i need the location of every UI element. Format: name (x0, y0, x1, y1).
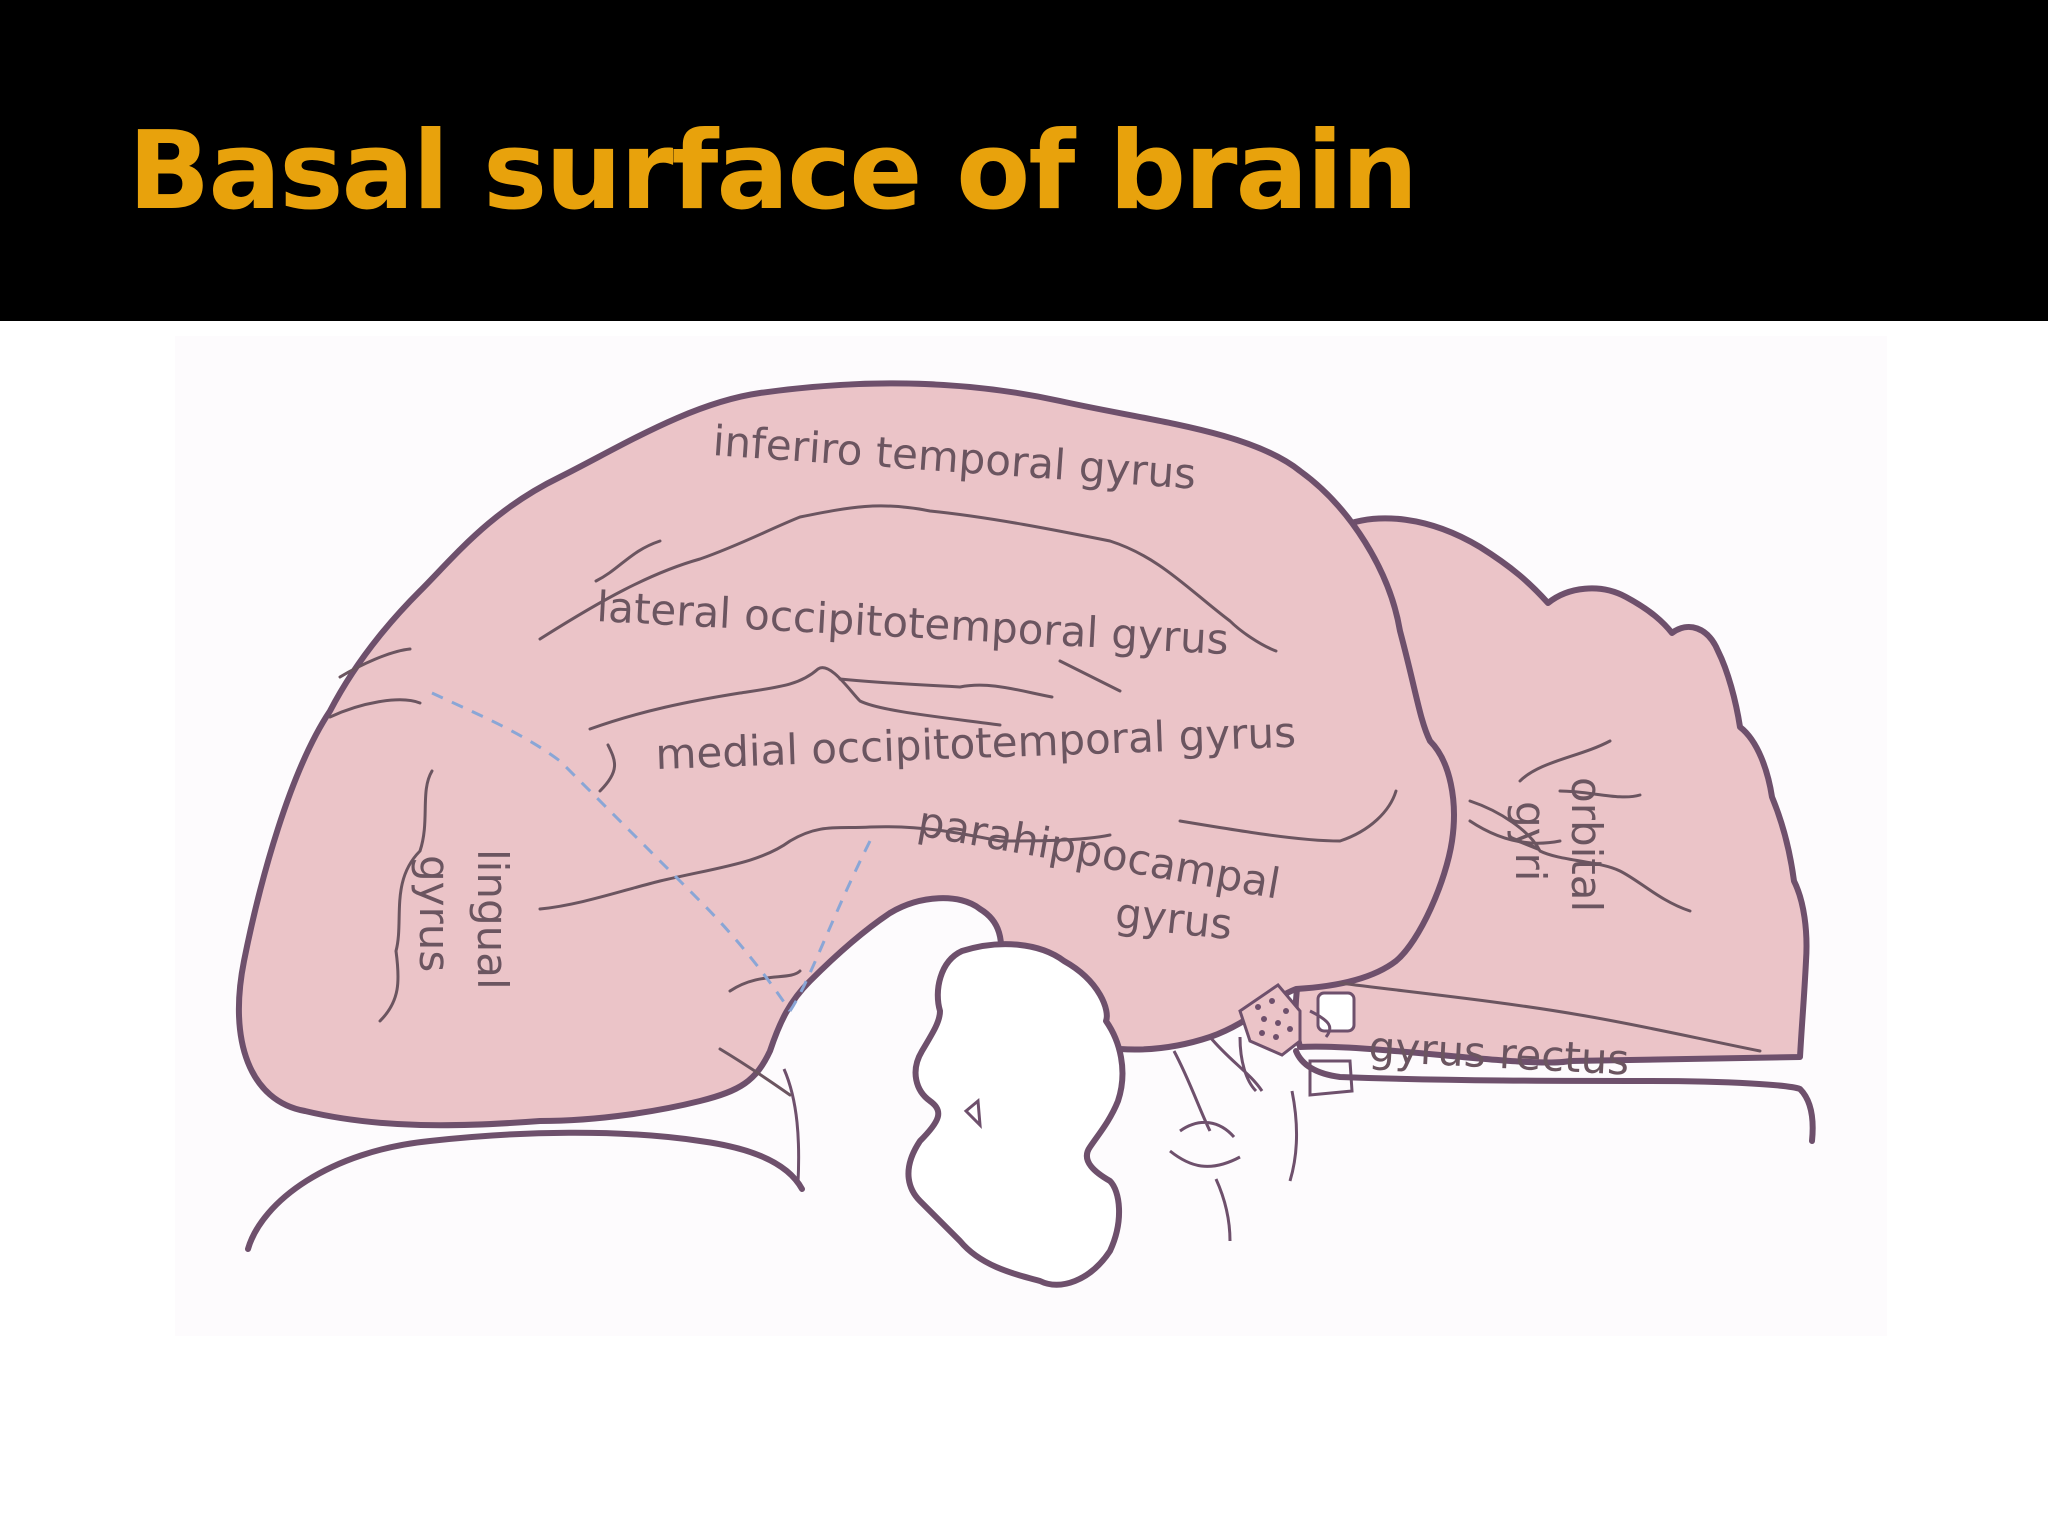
brain-diagram-svg: inferiro temporal gyrus lateral occipito… (175, 336, 1887, 1336)
label-orbital-line1: orbital (1562, 777, 1611, 912)
label-lingual-line2: gyrus (410, 855, 459, 972)
brain-diagram: inferiro temporal gyrus lateral occipito… (0, 321, 2048, 1536)
lower-left-outline (245, 1129, 805, 1252)
optic-structures (1169, 1036, 1354, 1242)
dashed-boundary (431, 691, 872, 1012)
sulci (328, 504, 1762, 1097)
label-orbital-line2: gyri (1506, 801, 1555, 881)
label-parahippocampal-line2: gyrus (1113, 888, 1235, 949)
perforation-dots (1255, 998, 1293, 1040)
temporal-occipital-lobe-shape (235, 380, 1457, 1129)
brainstem-line-left (782, 1068, 801, 1184)
lower-right-outline (1293, 1048, 1816, 1144)
optic-nerve (1316, 991, 1356, 1033)
slide-title: Basal surface of brain (128, 109, 1418, 234)
midbrain-section (905, 941, 1126, 1288)
anterior-perforated-substance (1238, 982, 1302, 1057)
title-bar: Basal surface of brain (0, 0, 2048, 321)
cerebral-aqueduct (963, 1098, 982, 1129)
olfactory-tract (1309, 1009, 1332, 1038)
label-lingual-line1: lingual (468, 849, 517, 990)
